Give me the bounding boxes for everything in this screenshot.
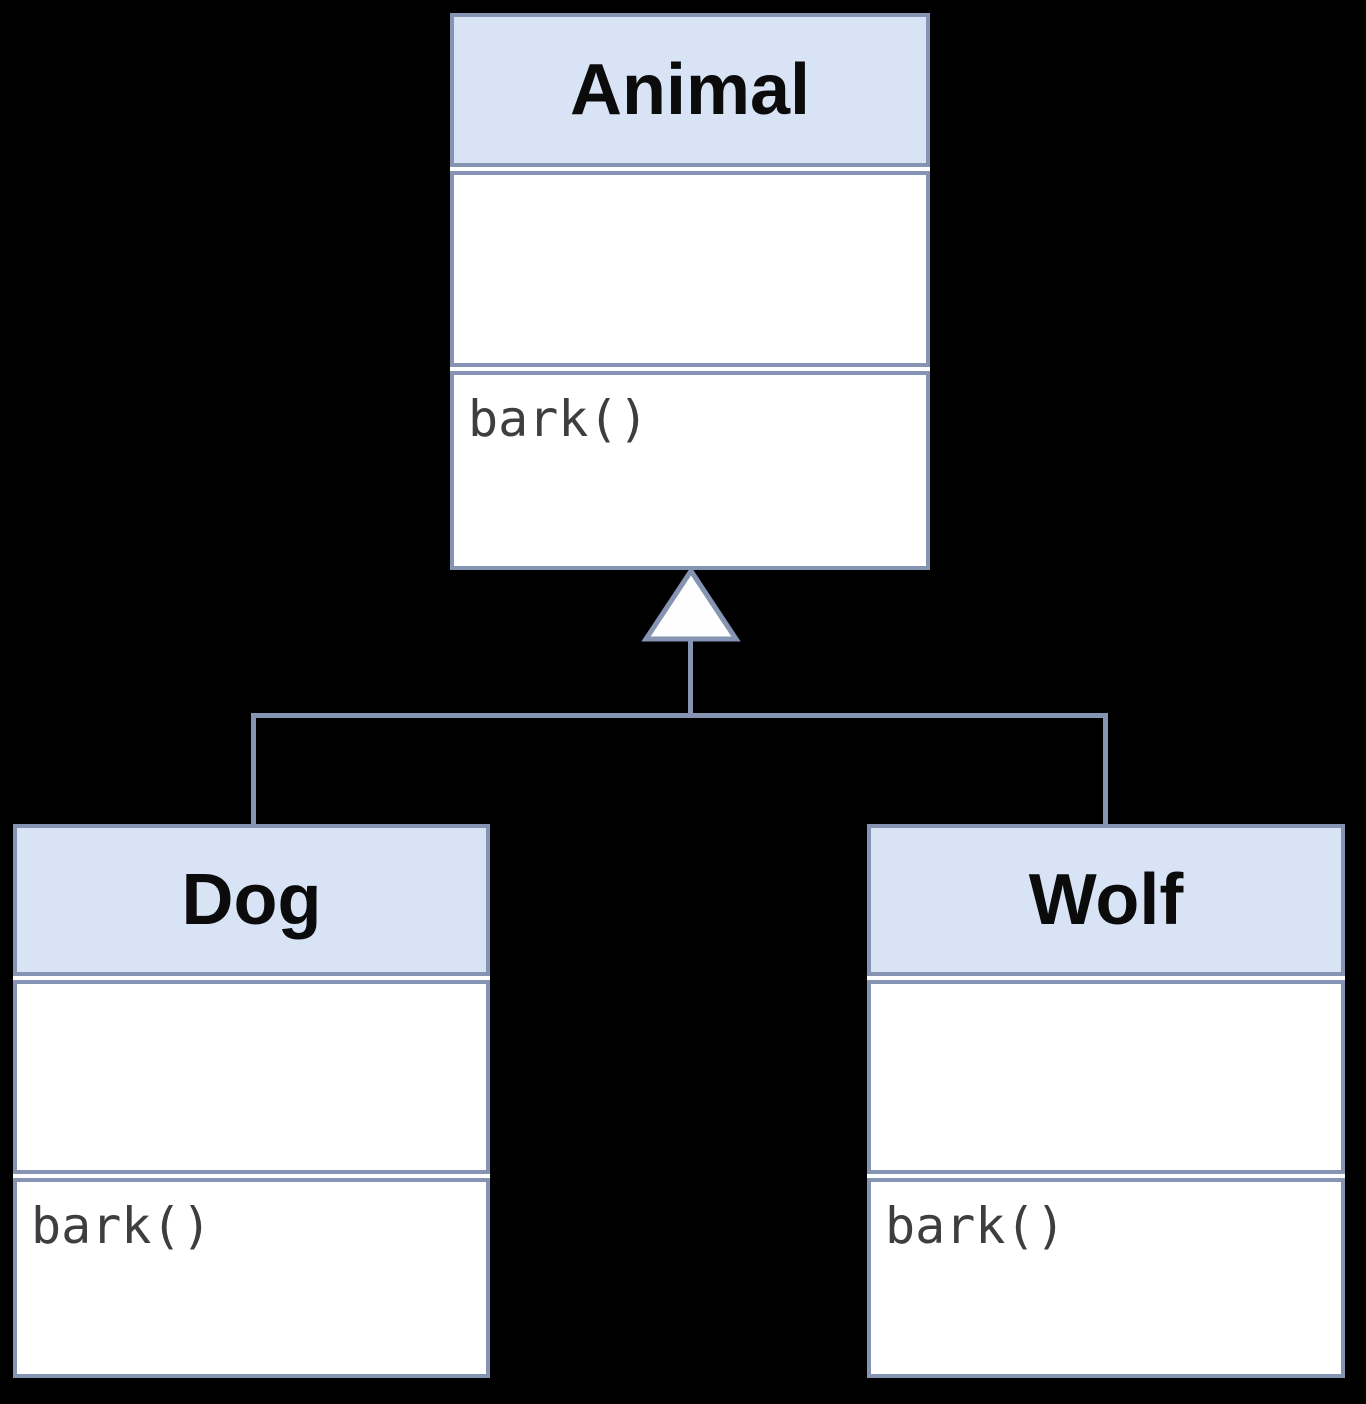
class-header-wolf: Wolf: [867, 824, 1345, 976]
class-box-dog: Dog bark(): [13, 824, 490, 1378]
class-method-text-animal: bark(): [468, 390, 649, 448]
class-name-wolf: Wolf: [1028, 860, 1184, 940]
inheritance-edge-horizontal: [251, 713, 1108, 718]
class-methods-animal: bark(): [450, 371, 930, 570]
class-methods-dog: bark(): [13, 1178, 490, 1378]
class-box-wolf: Wolf bark(): [867, 824, 1345, 1378]
class-header-animal: Animal: [450, 13, 930, 167]
class-method-text-wolf: bark(): [885, 1197, 1066, 1255]
inheritance-edge-to-dog: [251, 713, 256, 824]
inheritance-edge-stem: [688, 637, 693, 717]
class-name-animal: Animal: [569, 50, 811, 130]
class-header-dog: Dog: [13, 824, 490, 976]
inheritance-edge-to-wolf: [1103, 713, 1108, 824]
class-attributes-dog: [13, 980, 490, 1174]
class-attributes-animal: [450, 171, 930, 367]
class-box-animal: Animal bark(): [450, 13, 930, 570]
class-methods-wolf: bark(): [867, 1178, 1345, 1378]
class-attributes-wolf: [867, 980, 1345, 1174]
class-name-dog: Dog: [181, 860, 322, 940]
inheritance-triangle-icon: [640, 566, 742, 643]
class-method-text-dog: bark(): [31, 1197, 212, 1255]
